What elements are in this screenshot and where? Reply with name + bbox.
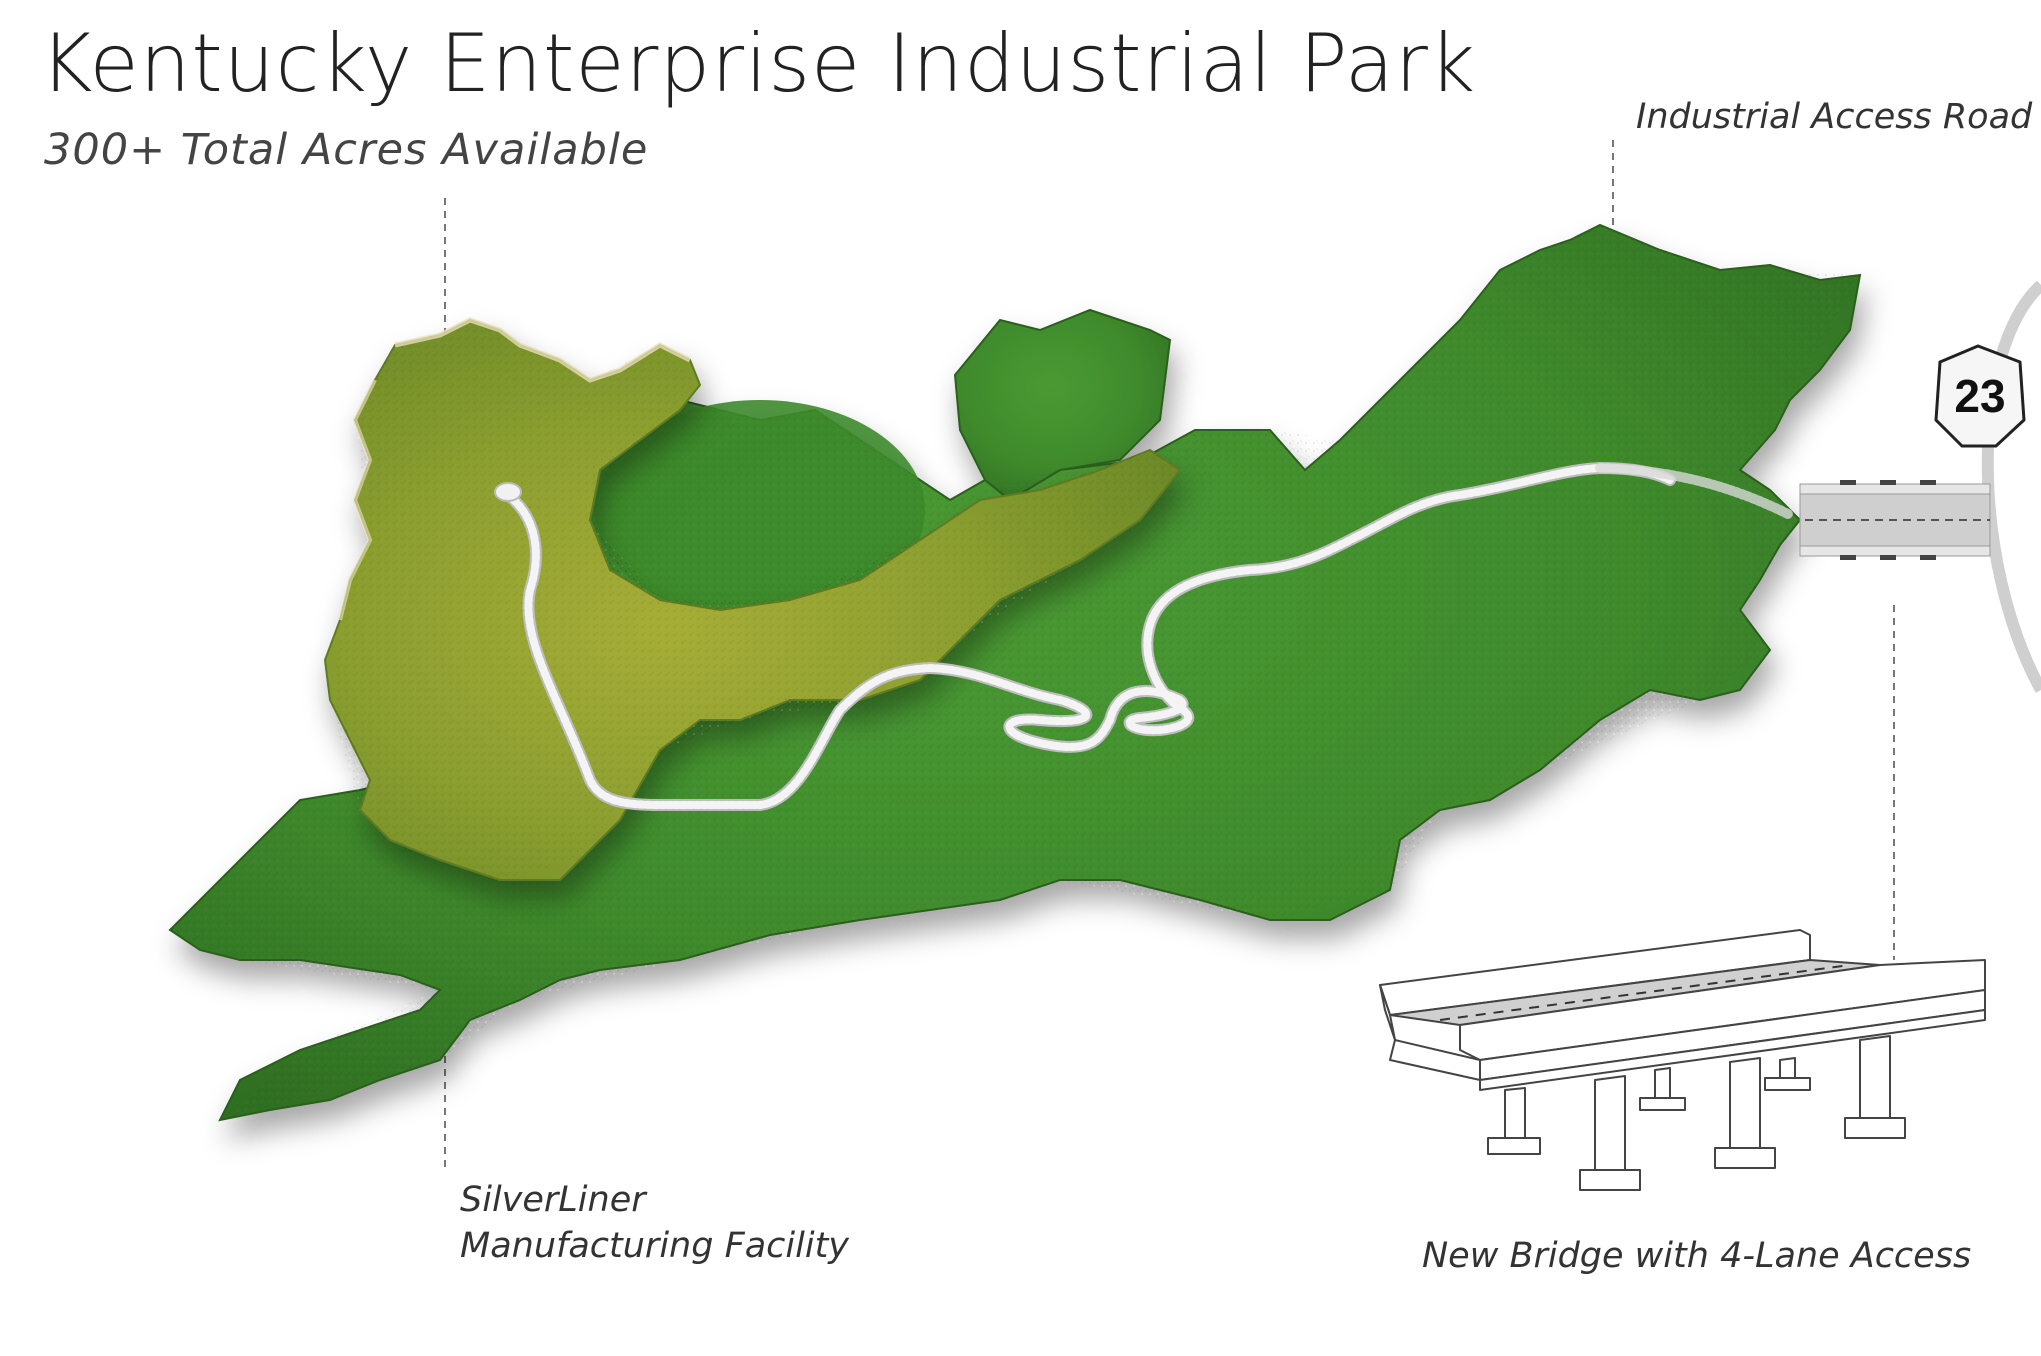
label-facility-line2: Manufacturing Facility [460, 1225, 849, 1266]
map-subtitle: 300+ Total Acres Available [44, 125, 649, 175]
label-access-road: Industrial Access Road [1636, 97, 2033, 137]
access-road[interactable] [494, 461, 1795, 811]
bridge-illustration [1379, 929, 1986, 1191]
facility-node [494, 482, 522, 502]
bridge-road-segment [1799, 480, 1991, 560]
terrain-lower [168, 223, 1862, 1122]
route-shield: 23 [1934, 344, 2026, 448]
terrain-upper [323, 317, 1182, 881]
map-title: Kentucky Enterprise Industrial Park [40, 17, 1477, 110]
highway-23 [1981, 280, 2041, 693]
label-bridge: New Bridge with 4-Lane Access [1422, 1236, 1972, 1276]
label-facility-line1: SilverLiner [460, 1180, 646, 1220]
route-shield-number: 23 [1954, 370, 2005, 422]
label-facility: SilverLiner Manufacturing Facility [460, 1178, 849, 1269]
